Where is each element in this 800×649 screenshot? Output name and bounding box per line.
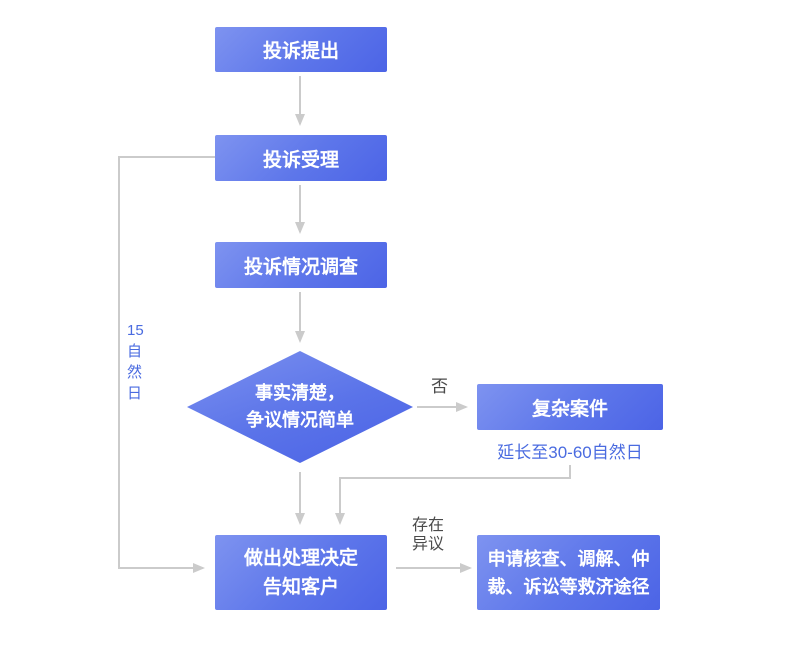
decision-diamond-line2: 争议情况简单 <box>246 410 354 430</box>
duration-line-1: 15 <box>127 322 144 339</box>
node-investigation: 投诉情况调查 <box>215 242 387 288</box>
decision-diamond-line1: 事实清楚， <box>255 383 345 403</box>
node-decision-line2: 告知客户 <box>262 576 339 598</box>
node-decision-line1: 做出处理决定 <box>243 547 358 569</box>
duration-line-2: 自 <box>127 343 143 360</box>
decision-diamond-label: 事实清楚， 争议情况简单 <box>246 380 354 434</box>
node-complex-case-label: 复杂案件 <box>531 398 608 420</box>
node-complaint-accepted-label: 投诉受理 <box>262 149 339 171</box>
node-complex-case: 复杂案件 <box>477 384 663 430</box>
connector-complex-case-to-decision <box>335 465 571 525</box>
duration-line-3: 然 <box>127 364 143 381</box>
edge-label-objection-line1: 存在 <box>412 517 445 534</box>
node-decision: 做出处理决定 告知客户 <box>215 535 387 610</box>
connector-accepted-loop-to-decision <box>118 156 215 573</box>
edge-label-objection-line2: 异议 <box>412 536 445 553</box>
node-remedy: 申请核查、调解、仲裁、诉讼等救济途径 <box>477 535 660 610</box>
node-complaint-filed-label: 投诉提出 <box>262 41 339 62</box>
node-remedy-label: 申请核查、调解、仲裁、诉讼等救济途径 <box>487 548 650 597</box>
complex-case-note: 延长至30-60自然日 <box>497 443 643 462</box>
node-complaint-accepted: 投诉受理 <box>215 135 387 181</box>
edge-label-no: 否 <box>431 377 448 396</box>
edge-label-objection: 存在 异议 <box>412 516 444 554</box>
node-decision-label: 做出处理决定 告知客户 <box>244 544 358 602</box>
node-investigation-label: 投诉情况调查 <box>243 256 358 278</box>
node-complaint-filed: 投诉提出 <box>215 27 387 72</box>
duration-line-4: 日 <box>127 385 143 402</box>
edge-label-duration: 15 自 然 日 <box>127 320 144 404</box>
